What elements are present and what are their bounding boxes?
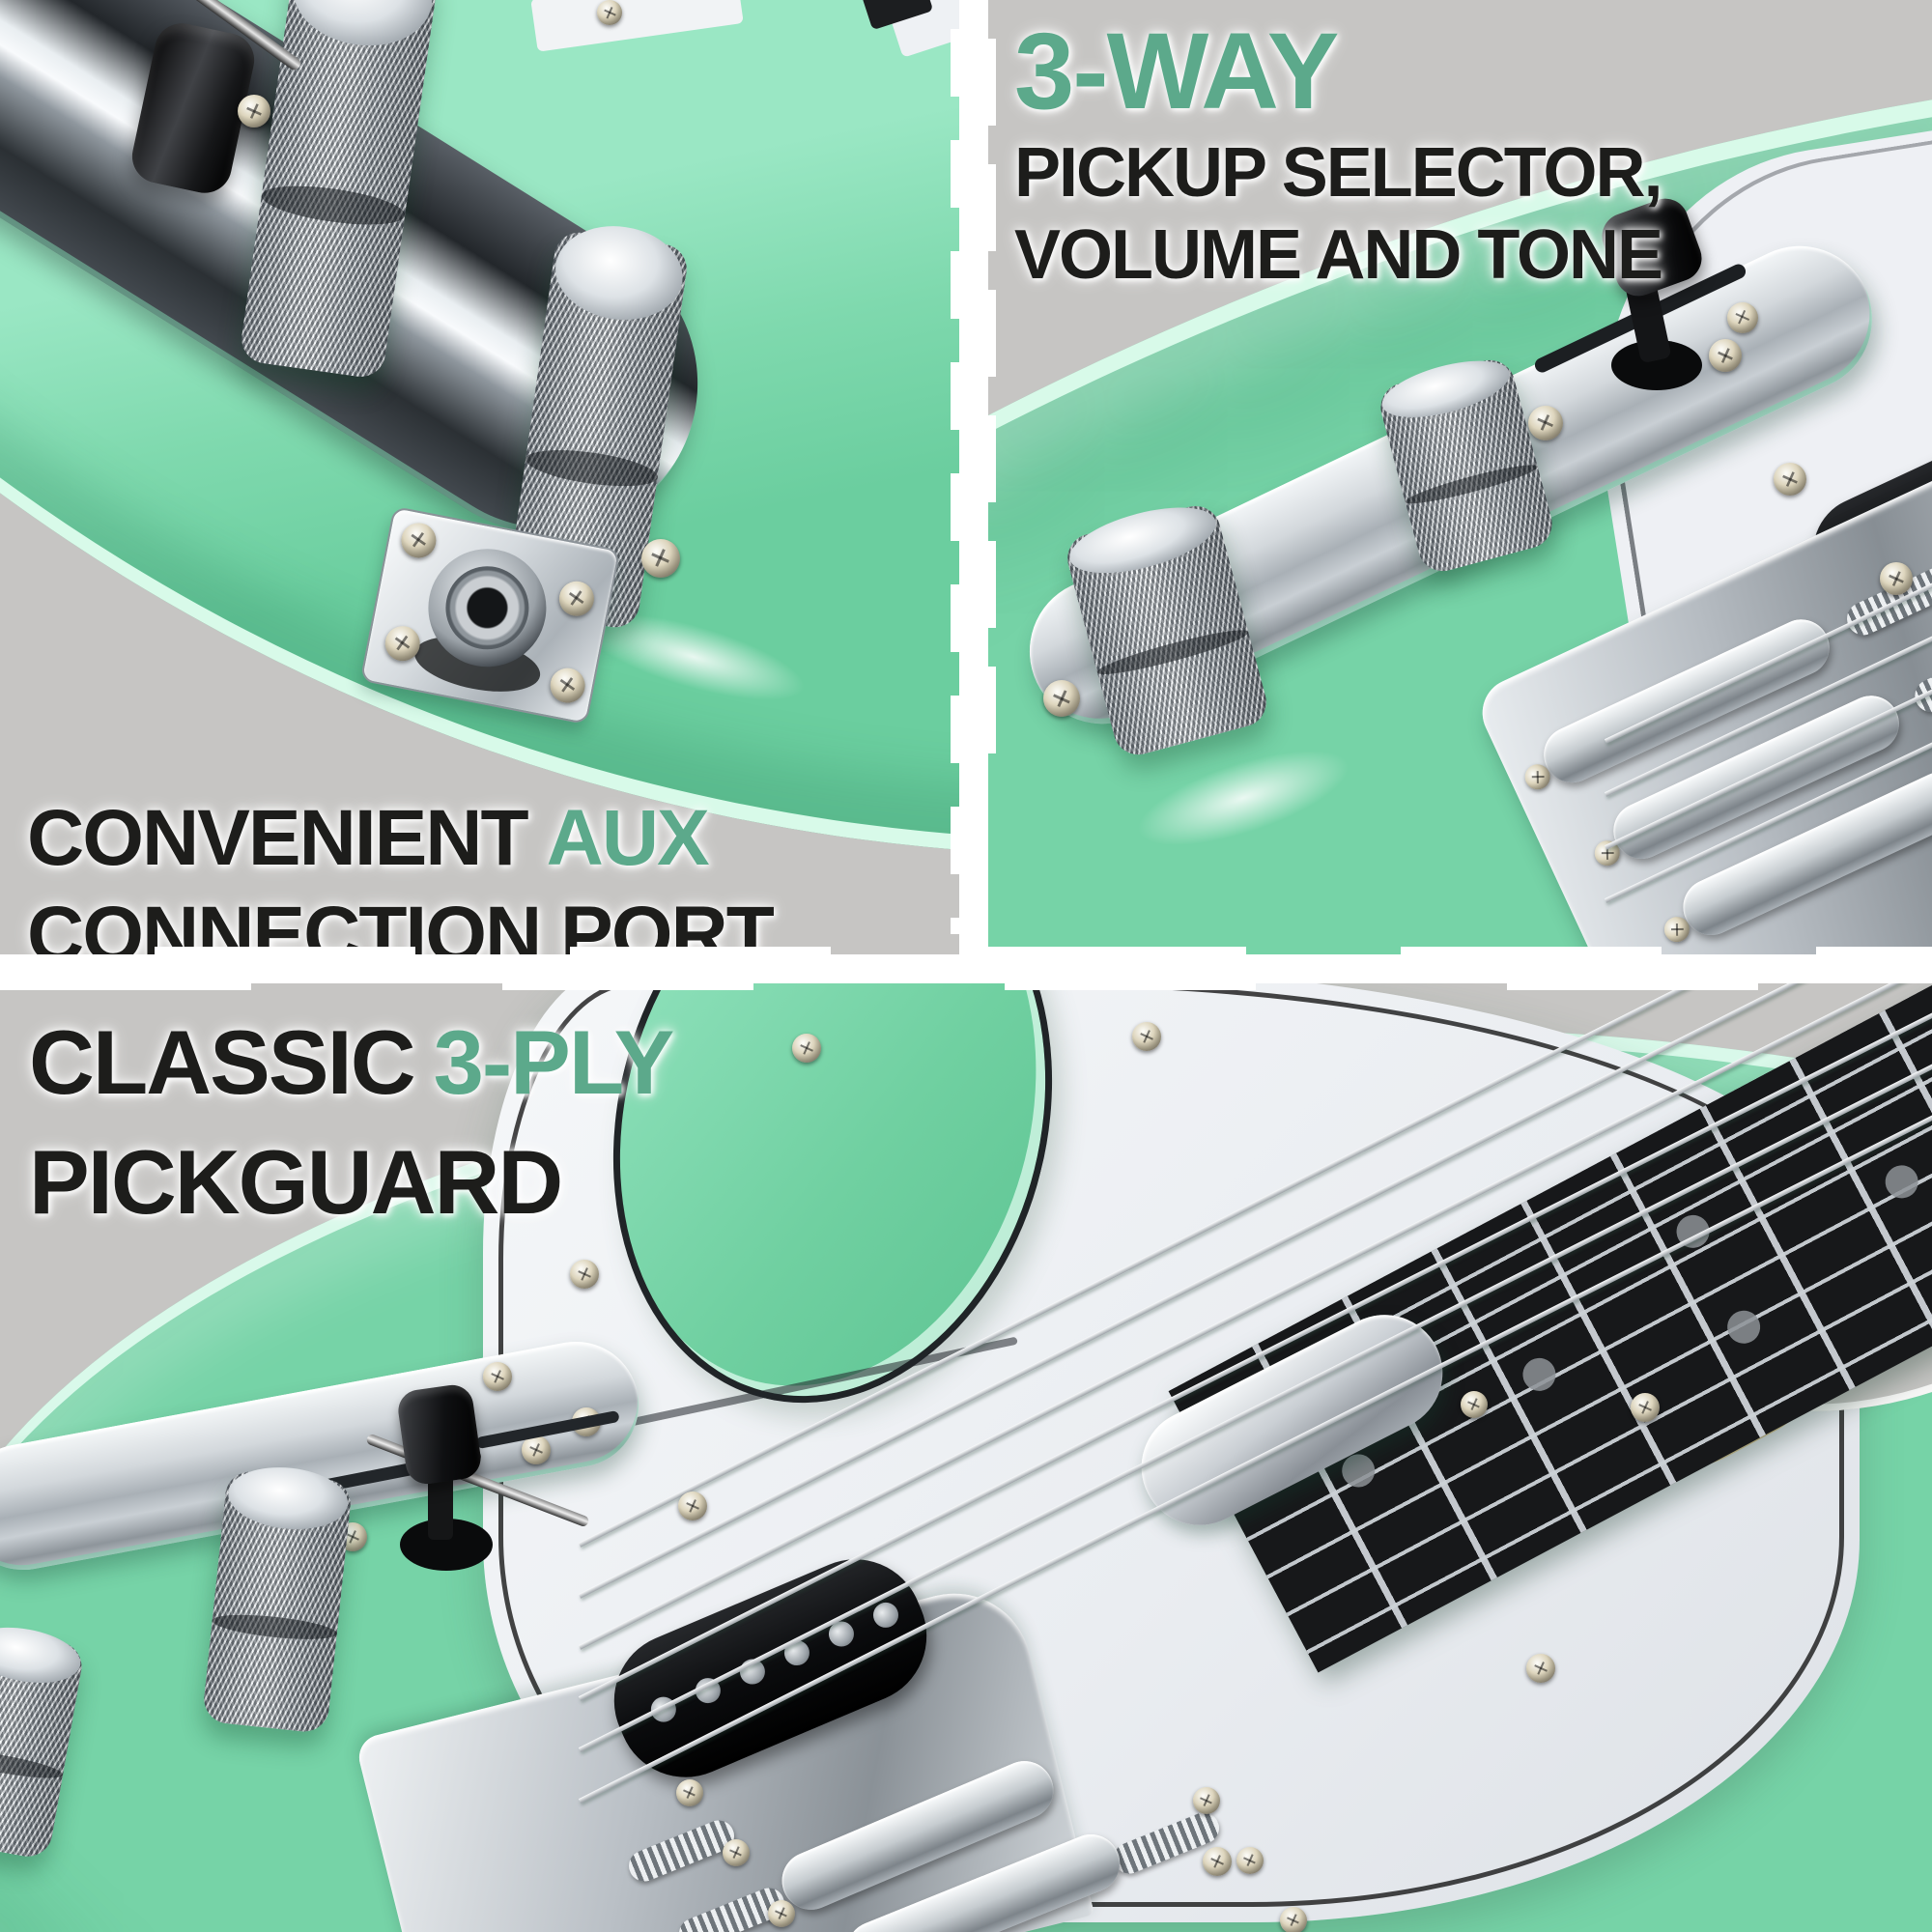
bridge-screw-icon — [676, 1779, 703, 1806]
pickguard-screw-icon — [1203, 1847, 1232, 1876]
knob-ring — [1403, 459, 1540, 510]
caption-controls: 3-WAY PICKUP SELECTOR, VOLUME AND TONE — [1014, 11, 1663, 295]
caption-word-accent: 3-PLY — [433, 1011, 675, 1113]
selector-shaft — [428, 1472, 453, 1540]
volume-knob — [201, 1462, 354, 1735]
knob-ring — [0, 1746, 65, 1784]
jack-plate-screw-icon — [555, 578, 598, 619]
plate-screw-icon — [1043, 680, 1080, 717]
bridge-screw-icon — [768, 1900, 795, 1927]
plate-screw-icon — [1727, 302, 1758, 333]
plate-screw-icon — [641, 539, 680, 578]
pickguard-screw-icon — [597, 0, 622, 25]
knob-ring — [259, 179, 408, 233]
plate-screw-icon — [1528, 406, 1563, 440]
knob-cap — [287, 0, 440, 55]
bridge-screw-icon — [1280, 1907, 1307, 1932]
bridge-screw-icon — [723, 1839, 750, 1866]
caption-controls-line2: PICKUP SELECTOR, — [1014, 134, 1662, 213]
knob-ring — [211, 1609, 339, 1644]
fret-marker-icon — [1721, 1304, 1767, 1350]
fret-marker-icon — [1517, 1351, 1562, 1397]
knob-ring — [1094, 623, 1251, 682]
pickguard-screw-icon — [1774, 463, 1806, 496]
plate-screw-icon — [678, 1492, 707, 1520]
pickguard-screw-icon — [1709, 339, 1742, 372]
panel-divider-horizontal — [0, 947, 1932, 990]
pickguard-screw-icon — [1132, 1022, 1161, 1051]
knob-ring — [523, 443, 660, 494]
pickguard-screw-icon — [1526, 1654, 1555, 1683]
selector-knob-black — [395, 1382, 484, 1487]
pickguard-screw-icon — [1880, 562, 1913, 595]
pickguard-screw-icon — [1631, 1393, 1660, 1422]
plate-screw-icon — [483, 1362, 512, 1391]
bridge-screw-icon — [1193, 1787, 1220, 1814]
caption-word-accent: AUX — [546, 794, 710, 882]
caption-controls-line3: VOLUME AND TONE — [1014, 216, 1663, 295]
pickguard-screw-icon — [792, 1034, 821, 1063]
jack-plate-screw-icon — [547, 665, 588, 706]
jack-plate-screw-icon — [398, 520, 440, 561]
pickguard-screw-icon — [570, 1260, 599, 1289]
caption-controls-headline: 3-WAY — [1014, 11, 1339, 131]
panel-divider-vertical — [951, 0, 996, 983]
caption-word: CLASSIC — [29, 1011, 416, 1113]
panel-controls: 3-WAY PICKUP SELECTOR, VOLUME AND TONE — [987, 0, 1932, 978]
plate-screw-icon — [522, 1435, 551, 1464]
fret-marker-icon — [1879, 1159, 1924, 1205]
caption-word: CONVENIENT — [27, 794, 529, 882]
pickup-screw-icon — [1461, 1391, 1488, 1418]
plate-screw-icon — [238, 95, 270, 128]
caption-pickguard-line2: PICKGUARD — [29, 1131, 563, 1234]
bridge-screw-icon — [1236, 1847, 1264, 1874]
